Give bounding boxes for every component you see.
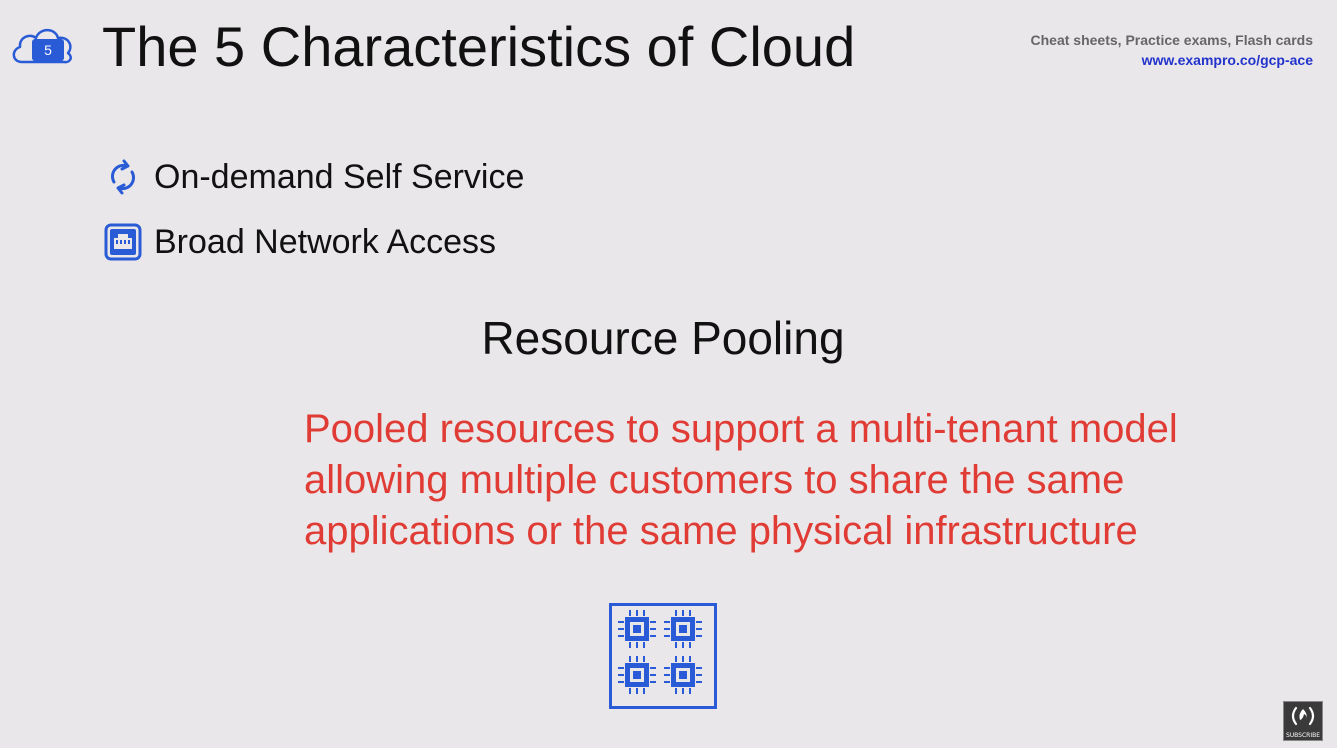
characteristic-label: Broad Network Access xyxy=(154,223,497,261)
cloud-icon: 5 xyxy=(8,22,76,70)
page-title: The 5 Characteristics of Cloud xyxy=(102,15,856,78)
ethernet-port-icon xyxy=(104,223,142,261)
section-description: Pooled resources to support a multi-tena… xyxy=(304,407,1178,553)
badge-number: 5 xyxy=(44,42,52,58)
characteristic-label: On-demand Self Service xyxy=(154,158,525,196)
refresh-icon xyxy=(104,158,142,196)
promo-link[interactable]: www.exampro.co/gcp-ace xyxy=(1141,52,1313,68)
characteristic-network-access: Broad Network Access xyxy=(104,222,496,262)
section-title: Resource Pooling xyxy=(481,312,845,364)
subscribe-label: SUBSCRIBE xyxy=(1285,732,1321,739)
promo: Cheat sheets, Practice exams, Flash card… xyxy=(1031,30,1313,70)
chip-pool-icon xyxy=(609,603,717,709)
promo-text: Cheat sheets, Practice exams, Flash card… xyxy=(1030,32,1313,48)
subscribe-button[interactable]: SUBSCRIBE xyxy=(1283,701,1323,741)
flame-logo-icon xyxy=(1291,706,1315,726)
characteristic-on-demand: On-demand Self Service xyxy=(104,157,524,197)
